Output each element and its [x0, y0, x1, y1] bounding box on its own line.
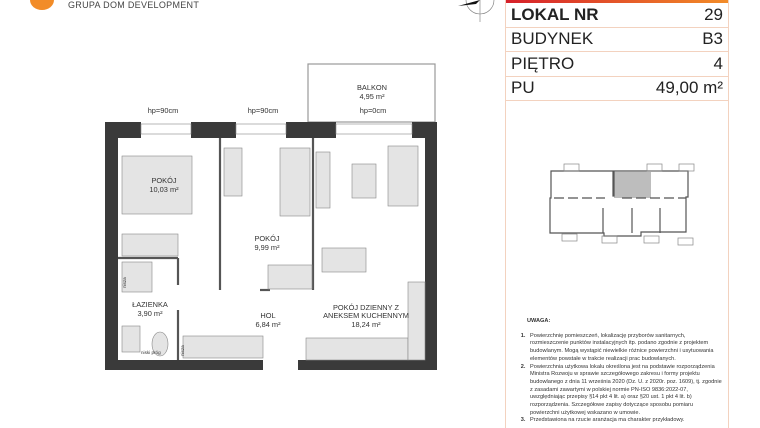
compass-icon	[458, 0, 495, 22]
interior-walls	[118, 138, 315, 360]
info-row-pu: PU 49,00 m²	[506, 77, 728, 101]
room-name-hol: HOL	[260, 311, 275, 320]
room-area-salon: 18,24 m²	[351, 320, 381, 329]
info-label: LOKAL NR	[511, 4, 599, 24]
info-row-pietro: PIĘTRO 4	[506, 52, 728, 77]
floor-plan: hp=90cm hp=90cm hp=0cm BALKON 4,95 m² PO…	[105, 63, 437, 370]
key-plan	[549, 163, 695, 246]
windows	[140, 123, 413, 135]
info-row-lokal: LOKAL NR 29	[506, 3, 728, 28]
info-value: 29	[704, 4, 723, 24]
room-area-lazienka: 3,90 m²	[137, 309, 163, 318]
furniture	[121, 145, 426, 361]
room-name-balkon: BALKON	[357, 83, 387, 92]
info-label: PIĘTRO	[511, 53, 575, 73]
low-threshold-label: niski próg	[141, 350, 161, 355]
info-value: B3	[702, 29, 723, 49]
room-name-pokoj-1: POKÓJ	[151, 176, 176, 185]
note-item: Powierzchnię pomieszczeń, lokalizację pr…	[527, 333, 722, 364]
room-area-pokoj-2: 9,99 m²	[254, 243, 280, 252]
brand-name: GRUPA DOM DEVELOPMENT	[68, 0, 200, 10]
info-value: 4	[713, 53, 723, 73]
room-area-hol: 6,84 m²	[255, 320, 281, 329]
note-item: Przedstawiona na rzucie aranżacja ma cha…	[527, 417, 722, 425]
info-label: PU	[511, 78, 535, 98]
balcony-outline	[307, 63, 436, 123]
note-item: Powierzchnia użytkowa lokalu określona j…	[527, 364, 722, 418]
notes-title: UWAGA:	[527, 318, 551, 324]
info-value: 49,00 m²	[655, 78, 723, 98]
room-area-pokoj-1: 10,03 m²	[149, 185, 179, 194]
room-name-lazienka: ŁAZIENKA	[132, 300, 168, 309]
niche-label: nisza	[180, 345, 185, 356]
room-name-salon-2: ANEKSEM KUCHENNYM	[323, 311, 409, 320]
unit-info-panel: LOKAL NR 29 BUDYNEK B3 PIĘTRO 4 PU 49,00 m²	[505, 0, 729, 428]
window-height-label: hp=90cm	[248, 106, 279, 115]
accent-bar	[506, 0, 728, 3]
room-area-balkon: 4,95 m²	[359, 92, 385, 101]
info-row-budynek: BUDYNEK B3	[506, 28, 728, 52]
exterior-walls	[105, 122, 437, 370]
info-label: BUDYNEK	[511, 29, 594, 49]
window-height-label: hp=90cm	[148, 106, 179, 115]
unit-highlight	[614, 172, 651, 198]
window-height-label: hp=0cm	[360, 106, 387, 115]
room-name-salon: POKÓJ DZIENNY Z	[333, 303, 399, 312]
logo	[30, 0, 54, 10]
notes-section: UWAGA: Powierzchnię pomieszczeń, lokaliz…	[510, 318, 722, 425]
niche-label: nisza	[122, 277, 127, 288]
room-name-pokoj-2: POKÓJ	[254, 234, 279, 243]
